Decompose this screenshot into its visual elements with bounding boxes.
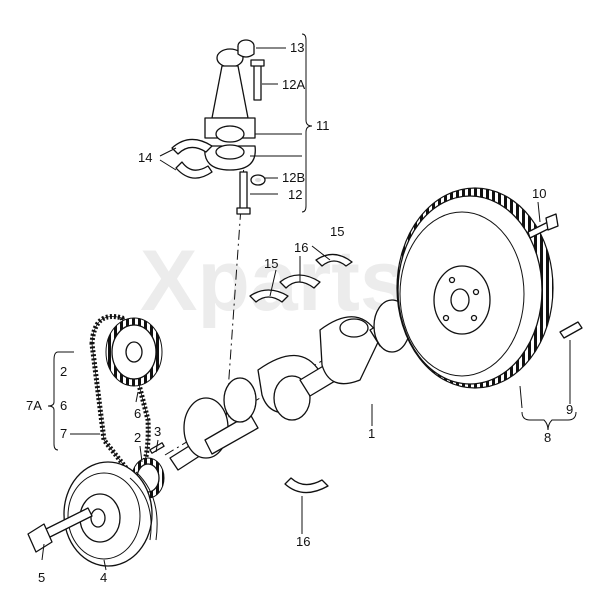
callout-6-left: 6 [60,398,67,413]
rod-nut [250,174,266,186]
callout-5: 5 [38,570,45,585]
callout-15-right: 15 [330,224,344,239]
big-end-shell-upper [171,138,213,155]
callout-2-left: 2 [60,364,67,379]
connecting-rod [204,48,256,171]
small-end-bush [237,39,255,58]
main-shell-16-lower [284,477,329,494]
main-shell-15-left [249,289,289,303]
damper-bolt [27,507,93,553]
callout-7: 7 [60,426,67,441]
callout-16-lower: 16 [296,534,310,549]
leader-lines [41,33,577,571]
callout-9: 9 [566,402,573,417]
rod-bolt-lower [236,171,251,215]
callout-8: 8 [544,430,551,445]
callout-3: 3 [154,424,161,439]
flywheel-bolt [527,213,559,239]
vibration-damper [63,461,158,567]
callout-14: 14 [138,150,152,165]
callout-16-upper: 16 [294,240,308,255]
callout-4: 4 [100,570,107,585]
callout-11: 11 [316,118,330,133]
rod-bolt-upper [250,59,265,101]
callout-2-sprocket: 2 [134,430,141,445]
callout-10: 10 [532,186,546,201]
callout-12a: 12A [282,77,305,92]
dowel-pin [559,321,583,339]
callout-12b: 12B [282,170,305,185]
callout-1: 1 [368,426,375,441]
big-end-shell-lower [175,161,213,179]
callout-7a: 7A [26,398,42,413]
callout-6-sprocket: 6 [134,406,141,421]
callout-12: 12 [288,187,302,202]
flywheel [396,187,554,389]
camshaft-sprocket [105,317,163,387]
callout-15-left: 15 [264,256,278,271]
main-shell-15-right [315,253,353,267]
callout-13: 13 [290,40,304,55]
